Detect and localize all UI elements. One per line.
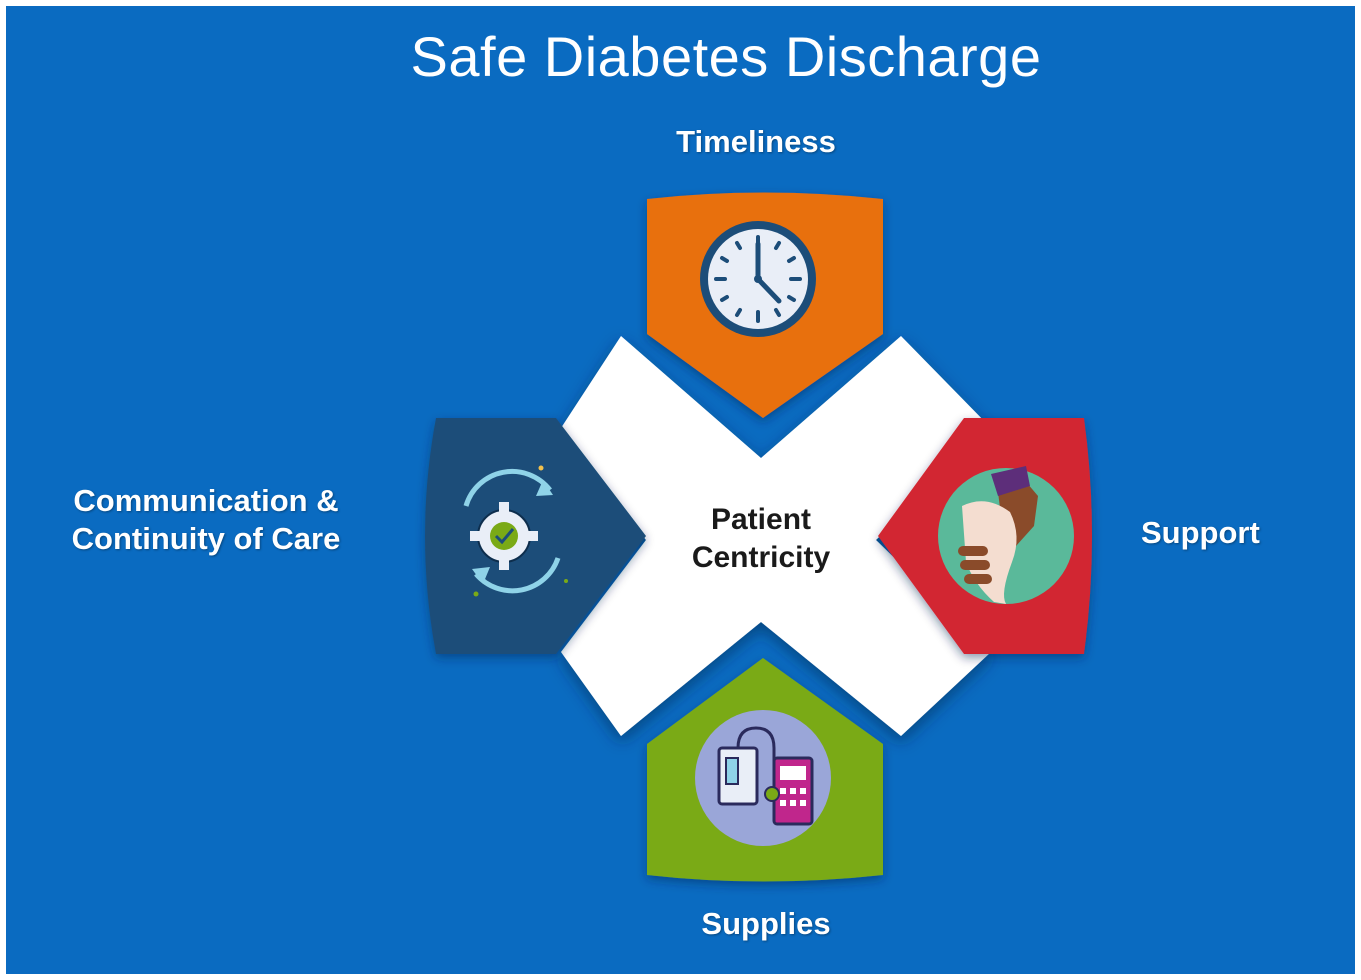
pillar-support [878,418,1092,654]
page-title: Safe Diabetes Discharge [410,25,1042,88]
label-timeliness: Timeliness [676,124,836,159]
center-label: Patient Centricity [646,501,876,577]
process-gear-icon [463,465,568,597]
label-supplies: Supplies [701,906,831,941]
diagram [425,192,1092,882]
pillar-timeliness [647,192,883,418]
center-x-shape [561,336,991,736]
label-communication-line1: Communication & [73,483,339,518]
center-label-line1: Patient [710,503,812,536]
label-communication: Communication & Continuity of Care [36,482,376,558]
slide-canvas: Safe Diabetes Discharge [6,6,1355,974]
label-communication-line2: Continuity of Care [71,521,341,556]
label-support: Support [1141,515,1260,550]
helping-hand-icon [938,466,1074,604]
clock-icon [700,221,816,337]
medical-supplies-icon [695,710,831,846]
pillar-communication [425,418,646,654]
center-label-line2: Centricity [691,541,831,574]
pillar-supplies [647,658,883,882]
